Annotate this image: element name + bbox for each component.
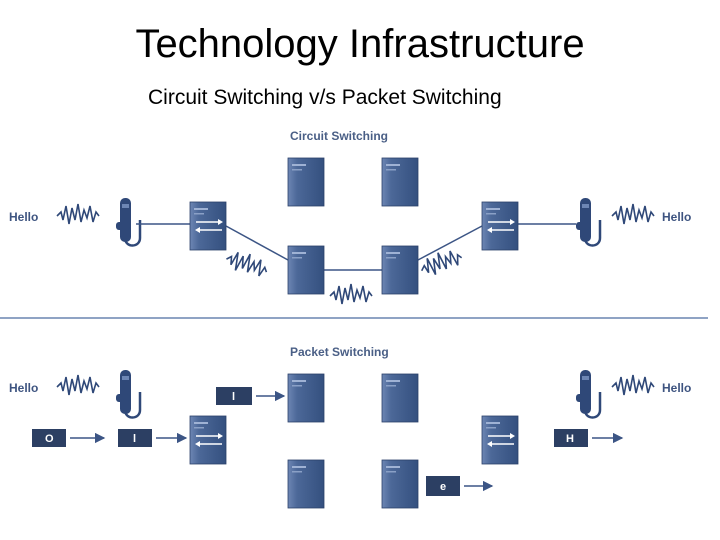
circuit-switching-section: Circuit Switching Hello Hello	[9, 129, 691, 305]
circuit-right-line-wave-icon	[417, 245, 465, 280]
packet-l-left	[118, 429, 152, 447]
slide-title: Technology Infrastructure	[135, 22, 585, 66]
circuit-left-wave-icon	[56, 203, 100, 225]
packet-server-bottom-right	[381, 459, 419, 509]
packet-l-top	[216, 387, 252, 405]
packet-right-wave-icon	[611, 374, 655, 396]
packet-server-bottom-left	[287, 459, 325, 509]
circuit-left-phone-icon	[114, 196, 142, 247]
packet-left-wave-icon	[56, 374, 100, 396]
packet-right-phone-icon	[574, 368, 602, 419]
circuit-link-left-diagonal	[225, 225, 289, 261]
slide-subtitle: Circuit Switching v/s Packet Switching	[148, 86, 502, 109]
circuit-server-bottom-left	[287, 245, 325, 295]
packet-left-phone-icon	[114, 368, 142, 419]
circuit-left-hello-label: Hello	[9, 210, 38, 224]
packet-h-label: H	[566, 433, 574, 445]
switching-diagram: Circuit Switching Hello Hello Packet Swi…	[0, 129, 708, 509]
circuit-right-wave-icon	[611, 203, 655, 225]
circuit-server-top-right	[381, 157, 419, 207]
packet-switching-section: Packet Switching Hello Hello O l l e H	[9, 345, 691, 509]
packet-right-hello-label: Hello	[662, 381, 691, 395]
packet-switching-heading: Packet Switching	[290, 345, 389, 359]
packet-switch-right	[482, 416, 518, 464]
packet-e-label: e	[440, 481, 446, 493]
packet-l-top-label: l	[232, 391, 235, 403]
circuit-left-line-wave-icon	[223, 246, 271, 281]
packet-e	[426, 476, 460, 496]
circuit-right-phone-icon	[574, 196, 602, 247]
packet-o	[32, 429, 66, 447]
circuit-switch-right	[482, 202, 518, 250]
packet-l-left-label: l	[133, 433, 136, 445]
circuit-middle-line-wave-icon	[329, 283, 373, 305]
circuit-server-bottom-right	[381, 245, 419, 295]
circuit-link-right-diagonal	[417, 225, 483, 261]
circuit-switching-heading: Circuit Switching	[290, 129, 388, 143]
packet-o-label: O	[45, 433, 54, 445]
circuit-server-top-left	[287, 157, 325, 207]
packet-left-hello-label: Hello	[9, 381, 38, 395]
packet-h	[554, 429, 588, 447]
packet-server-top-left	[287, 373, 325, 423]
packet-switch-left	[190, 416, 226, 464]
circuit-right-hello-label: Hello	[662, 210, 691, 224]
packet-server-top-right	[381, 373, 419, 423]
circuit-switch-left	[190, 202, 226, 250]
